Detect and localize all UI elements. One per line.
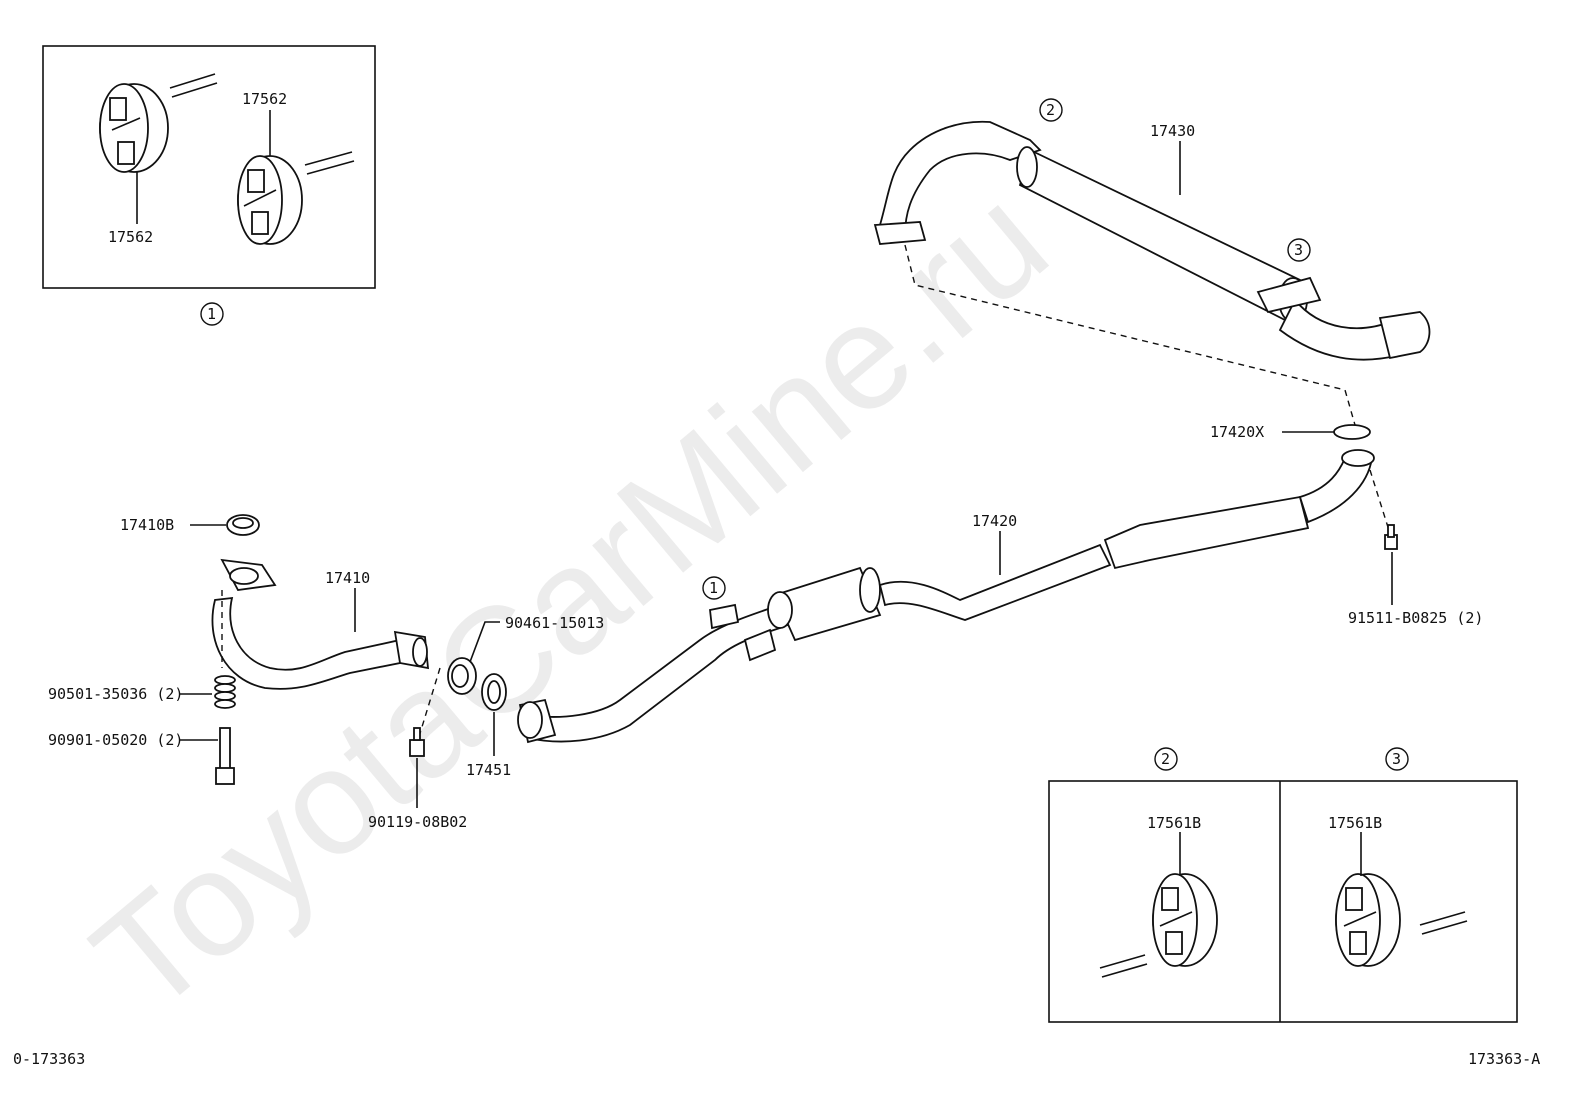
ring-17410b-inner	[232, 517, 254, 529]
callout-1-pipe-text: 1	[709, 579, 718, 597]
callout-2-muffler-text: 2	[1046, 101, 1055, 119]
spring-90501	[214, 675, 236, 709]
label-17451: 17451	[466, 761, 511, 779]
callout-1-box	[200, 302, 224, 326]
callout-3-muffler	[1287, 238, 1311, 262]
hanger-rubber-17561b-3	[1335, 873, 1468, 967]
label-17410b: 17410B	[120, 516, 174, 534]
muffler-17430	[873, 120, 1431, 361]
label-91511: 91511-B0825 (2)	[1348, 609, 1483, 627]
callout-2-muffler	[1039, 98, 1063, 122]
label-17562-bottom: 17562	[108, 228, 153, 246]
callout-2-box	[1154, 747, 1178, 771]
callout-2-box-text: 2	[1161, 750, 1170, 768]
leader-90461	[469, 621, 500, 663]
gasket-ring-17451-inner	[487, 680, 501, 704]
nut-90461	[447, 657, 477, 695]
label-90501: 90501-35036 (2)	[48, 685, 183, 703]
bolt-91511	[1384, 524, 1398, 550]
dashed-connector-bolt-91511	[1369, 469, 1393, 541]
callout-1-pipe	[702, 576, 726, 600]
diagram-code-left: 0-173363	[13, 1050, 85, 1068]
label-17410: 17410	[325, 569, 370, 587]
inset-box-1	[42, 45, 376, 289]
bolt-90901	[215, 727, 235, 785]
label-17561b-2: 17561B	[1147, 814, 1201, 832]
callout-3-box	[1385, 747, 1409, 771]
dashed-connector-bolt-90119	[417, 667, 441, 741]
gasket-17420x	[1333, 424, 1371, 440]
label-17420: 17420	[972, 512, 1017, 530]
callout-3-box-text: 3	[1392, 750, 1401, 768]
label-17430: 17430	[1150, 122, 1195, 140]
callout-3-muffler-text: 3	[1294, 241, 1303, 259]
front-pipe-17410	[211, 558, 430, 690]
label-90461: 90461-15013	[505, 614, 604, 632]
hanger-rubber-17561b-2	[1099, 873, 1218, 978]
hanger-rubber-17562-a	[99, 73, 218, 173]
label-17561b-3: 17561B	[1328, 814, 1382, 832]
callout-1-box-text: 1	[207, 305, 216, 323]
hanger-rubber-17562-b	[237, 151, 355, 245]
label-90901: 90901-05020 (2)	[48, 731, 183, 749]
label-17420x: 17420X	[1210, 423, 1264, 441]
label-90119: 90119-08B02	[368, 813, 467, 831]
inset-box-2-3	[1048, 780, 1518, 1023]
bolt-90119	[409, 727, 425, 757]
diagram-code-right: 173363-A	[1468, 1050, 1540, 1068]
center-pipe-17420	[517, 449, 1375, 744]
label-17562-top: 17562	[242, 90, 287, 108]
